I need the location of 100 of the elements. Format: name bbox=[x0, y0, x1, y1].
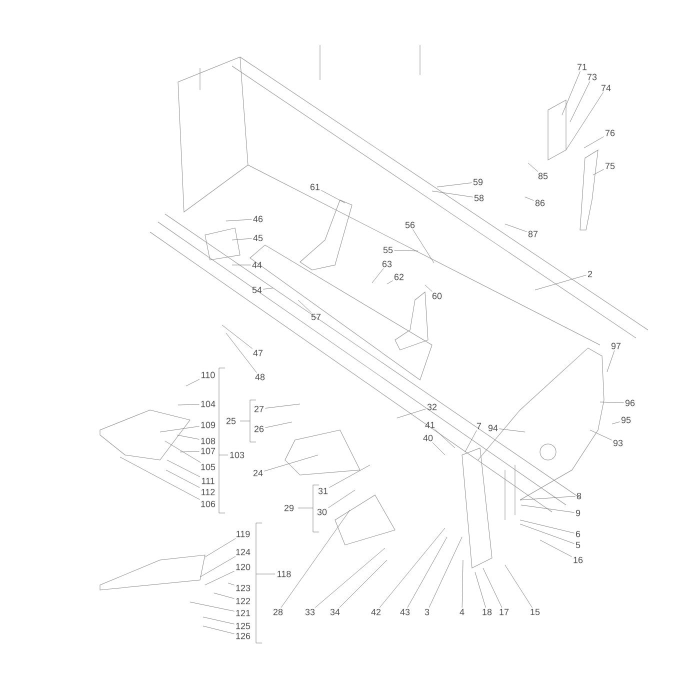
leader-line bbox=[204, 538, 236, 558]
callout-number: 93 bbox=[613, 440, 623, 446]
callout-number: 59 bbox=[473, 178, 483, 186]
leader-line bbox=[386, 280, 393, 284]
leader-line bbox=[600, 402, 624, 403]
assembly-number: 25 bbox=[226, 418, 236, 424]
leader-line bbox=[606, 350, 615, 372]
leader-line bbox=[464, 430, 477, 452]
callout-number: 48 bbox=[255, 374, 265, 380]
leader-line bbox=[226, 332, 257, 373]
leader-line bbox=[524, 196, 534, 201]
callout-number: 120 bbox=[236, 564, 250, 570]
callout-number: 30 bbox=[317, 508, 327, 516]
callout-number: 7 bbox=[476, 422, 482, 430]
callout-number: 71 bbox=[577, 64, 587, 70]
leader-line bbox=[394, 250, 418, 252]
callout-number: 6 bbox=[576, 530, 580, 538]
callout-number: 122 bbox=[236, 598, 250, 604]
leader-line bbox=[222, 324, 253, 349]
callout-number: 85 bbox=[538, 172, 548, 180]
leader-line bbox=[474, 572, 486, 608]
leader-line bbox=[584, 136, 604, 148]
leader-line bbox=[263, 288, 274, 290]
leader-line bbox=[407, 536, 448, 608]
callout-number: 74 bbox=[601, 84, 611, 92]
leader-line bbox=[232, 264, 251, 266]
callout-number: 112 bbox=[202, 488, 215, 496]
leader-line bbox=[540, 540, 572, 557]
callout-number: 63 bbox=[382, 260, 392, 268]
leader-line bbox=[462, 560, 464, 608]
leader-line bbox=[499, 428, 526, 432]
callout-number: 28 bbox=[273, 608, 283, 616]
leader-line bbox=[186, 379, 200, 386]
callout-number: 31 bbox=[318, 488, 328, 494]
callout-number: 54 bbox=[252, 286, 262, 294]
leader-line bbox=[520, 520, 574, 534]
leader-line bbox=[160, 426, 200, 432]
leader-line bbox=[214, 592, 234, 599]
callout-number: 108 bbox=[201, 438, 216, 444]
leader-line bbox=[566, 92, 604, 150]
leader-line bbox=[528, 162, 538, 172]
leader-line bbox=[570, 81, 590, 122]
leader-line bbox=[520, 496, 576, 500]
leader-line bbox=[432, 190, 473, 198]
callout-number: 15 bbox=[530, 608, 540, 616]
leader-line bbox=[379, 528, 446, 608]
callout-number: 40 bbox=[423, 434, 433, 442]
leader-line bbox=[329, 464, 370, 488]
callout-number: 47 bbox=[253, 350, 263, 356]
leader-line bbox=[298, 300, 312, 313]
callout-number: 124 bbox=[236, 548, 250, 556]
callout-number: 3 bbox=[424, 608, 430, 616]
leader-line bbox=[226, 219, 252, 222]
callout-number: 94 bbox=[488, 424, 498, 432]
callout-number: 62 bbox=[394, 274, 404, 280]
leader-line bbox=[328, 490, 356, 508]
leader-line bbox=[612, 422, 620, 424]
leader-line bbox=[339, 560, 388, 608]
leader-line bbox=[504, 564, 532, 608]
callout-number: 27 bbox=[254, 406, 264, 412]
callout-number: 9 bbox=[576, 510, 580, 516]
leader-line bbox=[321, 190, 346, 204]
callout-number: 60 bbox=[432, 292, 442, 300]
leader-line bbox=[434, 429, 456, 448]
leader-line bbox=[520, 504, 574, 513]
leader-line bbox=[265, 404, 300, 408]
leader-line bbox=[590, 430, 612, 440]
leader-line bbox=[178, 404, 200, 406]
leader-line bbox=[180, 451, 200, 452]
leader-line bbox=[164, 440, 201, 463]
callout-number: 5 bbox=[576, 542, 580, 548]
callout-number: 17 bbox=[500, 608, 509, 616]
leader-line bbox=[428, 536, 462, 608]
leader-line bbox=[432, 442, 446, 456]
callout-number: 75 bbox=[605, 162, 615, 170]
leader-line bbox=[592, 169, 604, 176]
callout-number: 119 bbox=[236, 530, 250, 538]
callout-number: 110 bbox=[202, 372, 215, 378]
callout-number: 18 bbox=[482, 608, 492, 616]
callout-number: 125 bbox=[236, 622, 250, 630]
callout-number: 76 bbox=[605, 130, 615, 136]
leader-line bbox=[534, 274, 586, 290]
callout-number: 4 bbox=[460, 608, 464, 616]
callout-number: 95 bbox=[621, 416, 631, 424]
callout-number: 44 bbox=[252, 262, 262, 268]
callout-number: 109 bbox=[201, 422, 216, 428]
callout-number: 126 bbox=[236, 632, 250, 640]
leader-line bbox=[228, 582, 234, 586]
callout-number: 107 bbox=[201, 448, 216, 454]
leader-line bbox=[436, 182, 472, 188]
leader-line bbox=[176, 434, 200, 440]
callout-number: 26 bbox=[254, 426, 264, 432]
callout-number: 97 bbox=[611, 342, 621, 350]
callout-number: 55 bbox=[383, 246, 393, 254]
callout-number: 56 bbox=[405, 222, 415, 228]
leader-line bbox=[204, 570, 234, 586]
leader-line bbox=[372, 268, 384, 284]
callout-number: 45 bbox=[253, 234, 263, 242]
callout-number: 2 bbox=[588, 270, 592, 278]
callout-number: 33 bbox=[305, 608, 315, 616]
